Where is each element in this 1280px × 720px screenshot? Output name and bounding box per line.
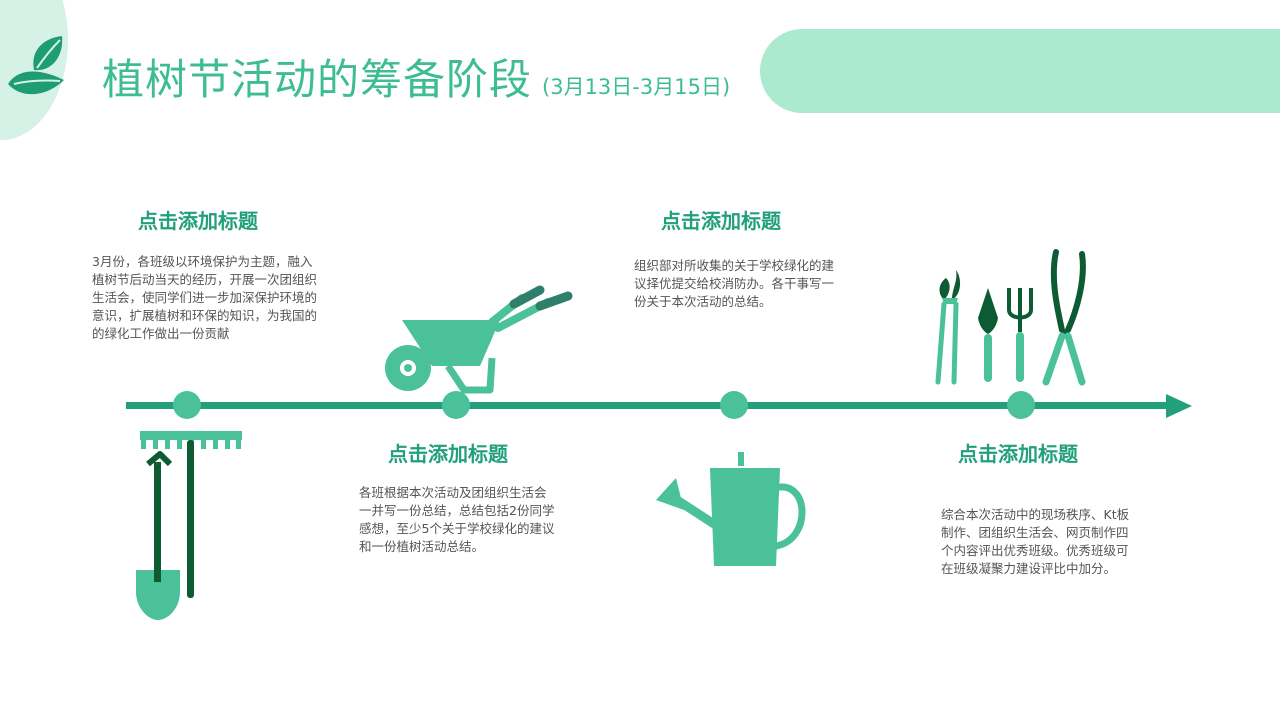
- wheelbarrow-icon: [385, 285, 573, 394]
- timeline-line: [126, 402, 1171, 409]
- timeline-arrow-icon: [1166, 394, 1192, 418]
- section-3-text[interactable]: 组织部对所收集的关于学校绿化的建议择优提交给校消防办。各干事写一份关于本次活动的…: [634, 258, 835, 309]
- section-2-title[interactable]: 点击添加标题: [388, 442, 508, 466]
- garden-tools-icon: [935, 249, 1086, 386]
- watering-can-icon: [656, 452, 806, 566]
- page-title: 植树节活动的筹备阶段 (3月13日-3月15日): [102, 46, 730, 107]
- section-1-title[interactable]: 点击添加标题: [138, 209, 258, 233]
- leaf-logo-icon: [8, 36, 64, 95]
- section-4-text[interactable]: 综合本次活动中的现场秩序、Kt板制作、团组织生活会、网页制作四个内容评出优秀班级…: [941, 507, 1130, 576]
- header-band: [760, 29, 1280, 113]
- title-date-range: (3月13日-3月15日): [542, 75, 731, 99]
- timeline-dot-2: [442, 391, 470, 419]
- timeline-dot-4: [1007, 391, 1035, 419]
- section-2-text[interactable]: 各班根据本次活动及团组织生活会一并写一份总结，总结包括2份同学感想，至少5个关于…: [359, 485, 555, 554]
- title-main: 植树节活动的筹备阶段: [102, 55, 533, 104]
- section-4-title[interactable]: 点击添加标题: [958, 442, 1078, 466]
- timeline-dot-3: [720, 391, 748, 419]
- section-1-text[interactable]: 3月份，各班级以环境保护为主题，融入植树节后动当天的经历，开展一次团组织生活会，…: [92, 254, 318, 341]
- section-3-title[interactable]: 点击添加标题: [661, 209, 781, 233]
- timeline-dot-1: [173, 391, 201, 419]
- rake-shovel-icon: [136, 431, 242, 620]
